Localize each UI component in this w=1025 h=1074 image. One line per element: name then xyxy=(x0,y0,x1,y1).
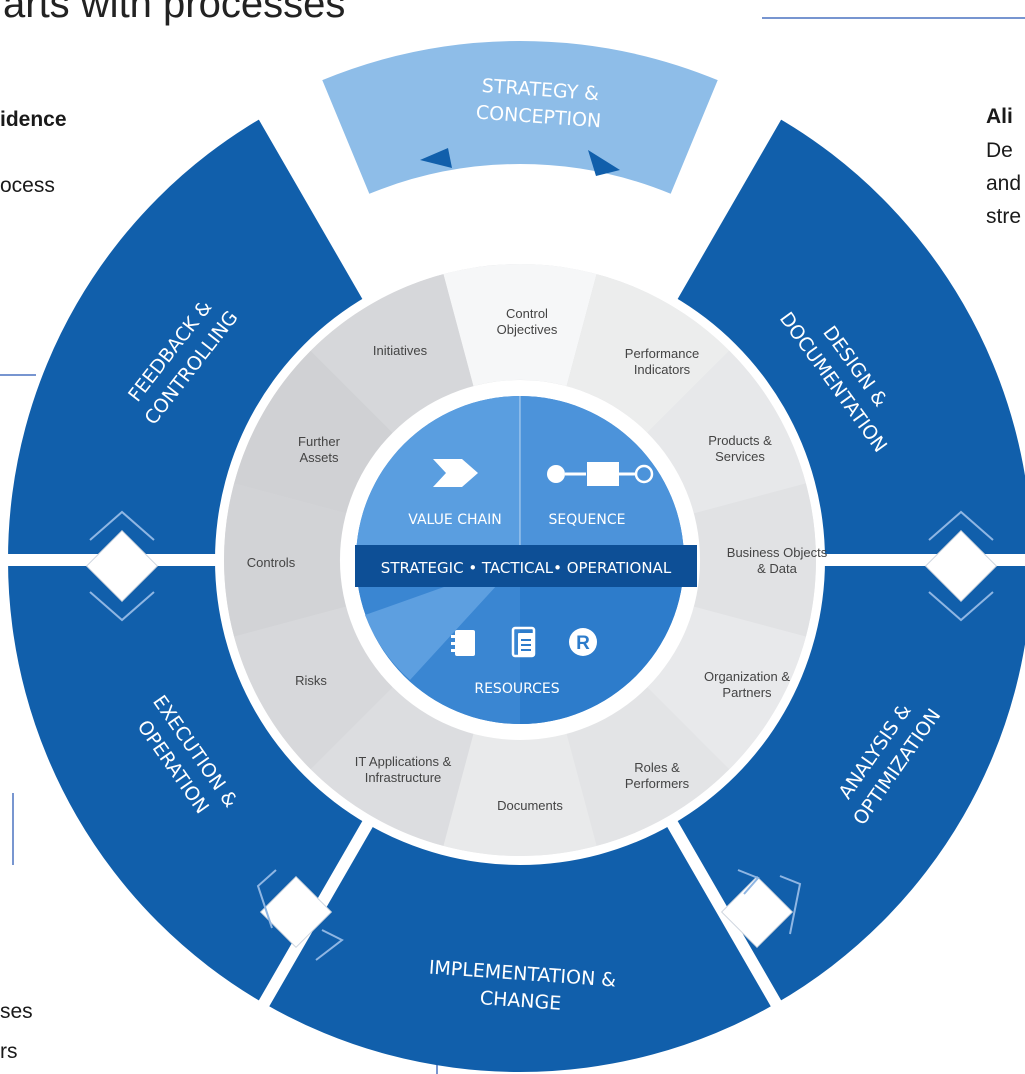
asset-label-it-applications: IT Applications &Infrastructure xyxy=(355,754,452,785)
right-text-line-1: De xyxy=(986,139,1013,162)
asset-segment-risks xyxy=(234,606,393,770)
strategy-notch-left xyxy=(420,148,452,168)
binder-icon xyxy=(451,630,475,656)
asset-segment-roles-performers xyxy=(566,687,730,846)
phase-segment-execution xyxy=(8,560,368,1004)
asset-segment-control-objectives xyxy=(443,264,597,387)
marker-chevron-bl-1 xyxy=(256,869,277,929)
marker-chevron-br-1 xyxy=(737,869,760,895)
asset-segment-performance-indicators xyxy=(566,274,730,433)
core-quadrant-resources-right xyxy=(520,560,684,724)
marker-diamond-bottom-left xyxy=(259,875,333,949)
marker-diamond-right xyxy=(924,529,998,603)
phase-segment-feedback xyxy=(8,116,368,560)
left-text-fragment: ocess xyxy=(0,174,55,197)
core-label-sequence: SEQUENCE xyxy=(549,512,626,528)
asset-segment-documents xyxy=(443,733,597,856)
registered-badge-label: R xyxy=(576,633,590,654)
asset-segment-controls xyxy=(224,483,347,637)
value-chain-icon xyxy=(433,459,478,487)
right-bold-fragment: Ali xyxy=(986,105,1013,128)
asset-label-organization-partners: Organization &Partners xyxy=(704,669,790,700)
asset-label-roles-performers: Roles &Performers xyxy=(625,760,690,791)
phase-markers xyxy=(85,510,998,961)
left-bottom-fragment-1: ses xyxy=(0,1000,33,1023)
asset-segment-business-objects xyxy=(693,483,816,637)
core-labels: VALUE CHAIN SEQUENCE STRATEGIC • TACTICAL•… xyxy=(381,512,672,697)
sequence-icon xyxy=(547,462,654,486)
asset-segment-it-applications xyxy=(310,687,474,846)
right-text-line-2: and xyxy=(986,172,1022,195)
marker-chevron-left-up xyxy=(89,510,155,541)
core-label-resources: RESOURCES xyxy=(474,681,559,697)
asset-segment-products-services xyxy=(647,350,806,514)
strategy-notch-right xyxy=(588,150,620,176)
marker-diamond-left xyxy=(85,529,159,603)
marker-chevron-bl-2 xyxy=(315,929,344,961)
page-heading: arts with processes xyxy=(3,0,346,26)
marker-diamond-bottom-right xyxy=(720,875,794,949)
phase-gap xyxy=(666,108,785,301)
asset-label-controls: Controls xyxy=(247,555,296,570)
left-bottom-fragment-2: rs xyxy=(0,1040,18,1063)
asset-segment-further-assets xyxy=(234,350,393,514)
marker-chevron-right-up xyxy=(928,510,994,541)
core-band xyxy=(355,545,697,587)
left-bold-fragment: idence xyxy=(0,108,67,131)
core-circle: R xyxy=(355,396,697,724)
asset-label-documents: Documents xyxy=(497,798,563,813)
asset-segment-initiatives xyxy=(310,274,474,433)
core-band-label: STRATEGIC • TACTICAL• OPERATIONAL xyxy=(381,559,672,577)
phase-segment-design xyxy=(672,116,1025,560)
phase-gap xyxy=(255,108,374,301)
right-text-line-3: stre xyxy=(986,205,1022,228)
core-quadrant-value-chain xyxy=(356,396,520,560)
registered-icon: R xyxy=(569,628,597,656)
marker-chevron-right-down xyxy=(928,591,994,622)
document-icon xyxy=(511,626,536,658)
phase-ring xyxy=(2,39,1025,1072)
asset-label-initiatives: Initiatives xyxy=(373,343,428,358)
core-wedge-light xyxy=(365,560,520,680)
phase-segment-strategy xyxy=(319,39,721,197)
core-label-value-chain: VALUE CHAIN xyxy=(408,512,501,528)
asset-label-products-services: Products &Services xyxy=(708,433,772,464)
marker-chevron-br-2 xyxy=(779,875,802,935)
asset-segment-organization-partners xyxy=(647,606,806,770)
marker-chevron-left-down xyxy=(89,591,155,622)
asset-label-business-objects: Business Objects& Data xyxy=(727,545,828,576)
asset-label-risks: Risks xyxy=(295,673,327,688)
phase-segment-implementation xyxy=(264,824,776,1072)
